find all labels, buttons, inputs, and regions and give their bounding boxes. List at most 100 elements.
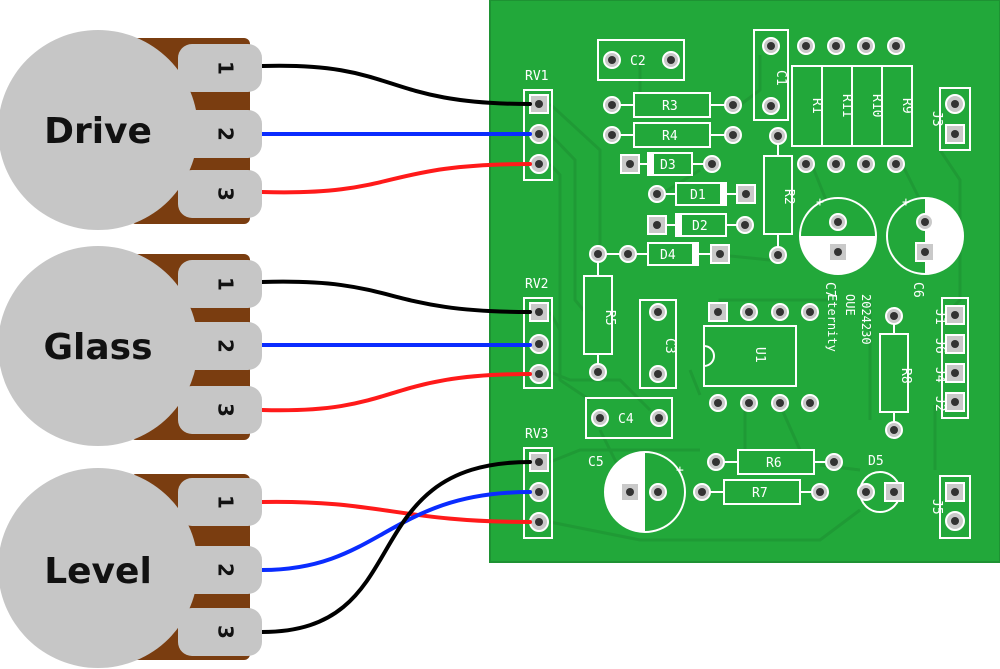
d4-label: D4 (660, 248, 676, 263)
capacitor-c5: + C5 (588, 451, 686, 533)
rv3-label: RV3 (525, 427, 548, 442)
pot-level-lug-3 (178, 608, 262, 656)
resistor-bank: R1 R11 R10 R9 (791, 37, 914, 173)
j4-label: J4 (932, 367, 947, 383)
capacitor-c1: C1 (753, 29, 789, 121)
pot-level-pin-2: 2 (214, 563, 238, 577)
r1-label: R1 (809, 98, 824, 114)
wire-drive-pin1 (260, 63, 532, 106)
connector-j-group: J1 J6 J4 J2 (932, 297, 969, 419)
pot-drive-lug-3 (178, 170, 262, 218)
pot-drive-knob[interactable] (0, 30, 198, 230)
pot-level-label: Level (44, 551, 152, 592)
board-text-line2: OUE (843, 294, 857, 316)
pot-glass-pin-2: 2 (214, 339, 238, 353)
j1-label: J1 (932, 309, 947, 325)
board-text-line1: Eternity (825, 294, 839, 352)
rv1-label: RV1 (525, 69, 548, 84)
pot-glass: Glass 1 2 3 (0, 246, 262, 446)
led-d5: D5 (857, 454, 904, 513)
r2-label: R2 (781, 189, 796, 205)
resistor-r6: R6 (707, 449, 843, 475)
rv1-pin-1 (529, 94, 549, 114)
pot-drive-pin-1: 1 (214, 61, 238, 75)
wire-glass-pin1 (260, 279, 532, 314)
r4-label: R4 (662, 129, 678, 144)
capacitor-c6: + C6 (886, 195, 964, 298)
j6-label: J6 (932, 338, 947, 354)
pot-glass-pin-3: 3 (214, 403, 238, 417)
pot-drive-lug-1 (178, 44, 262, 92)
capacitor-c7: + C7 (799, 195, 877, 298)
wire-drive-pin3 (260, 162, 532, 195)
r3-label: R3 (662, 99, 678, 114)
resistor-r2: R2 (763, 127, 796, 264)
pot-glass-pin-1: 1 (214, 277, 238, 291)
pot-drive-label: Drive (44, 111, 152, 152)
d5-label: D5 (868, 454, 884, 469)
d3-label: D3 (660, 158, 676, 173)
ic-u1: U1 (703, 302, 819, 412)
j2-label: J2 (932, 396, 947, 412)
board-text: Eternity OUE 2024230 (825, 294, 873, 352)
pot-level-knob[interactable] (0, 468, 198, 668)
resistor-r3: R3 (603, 92, 742, 118)
r8-label: R8 (898, 368, 913, 384)
rv3-connector: RV3 (523, 427, 553, 539)
pot-level-pin-3: 3 (214, 625, 238, 639)
c5-plus: + (676, 463, 684, 478)
rv1-pin-2 (529, 124, 549, 144)
pot-drive: Drive 1 2 3 (0, 30, 262, 230)
rv2-pin-3 (529, 364, 549, 384)
capacitor-c3: C3 (639, 299, 677, 389)
pot-level-lug-2 (178, 546, 262, 594)
diode-d1: D1 (648, 182, 756, 206)
c7-label: C7 (822, 282, 837, 298)
pot-drive-pin-2: 2 (214, 127, 238, 141)
resistor-r5: R5 (583, 262, 617, 381)
r7-label: R7 (752, 486, 768, 501)
pcb-substrate (490, 0, 1000, 562)
r11-label: R11 (839, 94, 854, 117)
wire-glass-pin3 (260, 372, 532, 413)
resistor-r8: R8 (879, 307, 913, 439)
wire-level-pin1 (260, 499, 532, 524)
c3-label: C3 (662, 338, 677, 354)
diode-d4: D4 (589, 242, 730, 266)
capacitor-c2: C2 (597, 39, 685, 81)
rv3-pin-1 (529, 452, 549, 472)
diode-d2: D2 (647, 213, 754, 237)
connector-j3: J3 (929, 87, 971, 151)
board-text-line3: 2024230 (859, 294, 873, 345)
pot-drive-pin-3: 3 (214, 187, 238, 201)
rv1-pin-3 (529, 154, 549, 174)
pot-level-lug-1 (178, 478, 262, 526)
c6-label: C6 (910, 282, 925, 298)
wires (260, 63, 532, 634)
resistor-r7: R7 (693, 479, 829, 505)
c4-label: C4 (618, 412, 634, 427)
rv2-pin-2 (529, 334, 549, 354)
rv3-pin-2 (529, 482, 549, 502)
c1-label: C1 (773, 70, 788, 86)
pot-glass-label: Glass (43, 327, 152, 368)
pot-level-pin-1: 1 (214, 495, 238, 509)
resistor-r4: R4 (603, 122, 742, 148)
pot-glass-lug-2 (178, 322, 262, 370)
pot-level: Level 1 2 3 (0, 468, 262, 668)
u1-label: U1 (752, 347, 767, 363)
rv2-label: RV2 (525, 277, 548, 292)
d1-label: D1 (690, 188, 706, 203)
r6-label: R6 (766, 456, 782, 471)
pcb-board (489, 0, 1000, 563)
wire-level-pin3 (260, 460, 532, 634)
c6-plus: + (902, 195, 910, 210)
c7-plus: + (816, 195, 824, 210)
rv2-pin-1 (529, 302, 549, 322)
pot-glass-knob[interactable] (0, 246, 198, 446)
pot-glass-lug-3 (178, 386, 262, 434)
r5-label: R5 (602, 310, 617, 326)
connector-j5: J5 (929, 475, 971, 539)
